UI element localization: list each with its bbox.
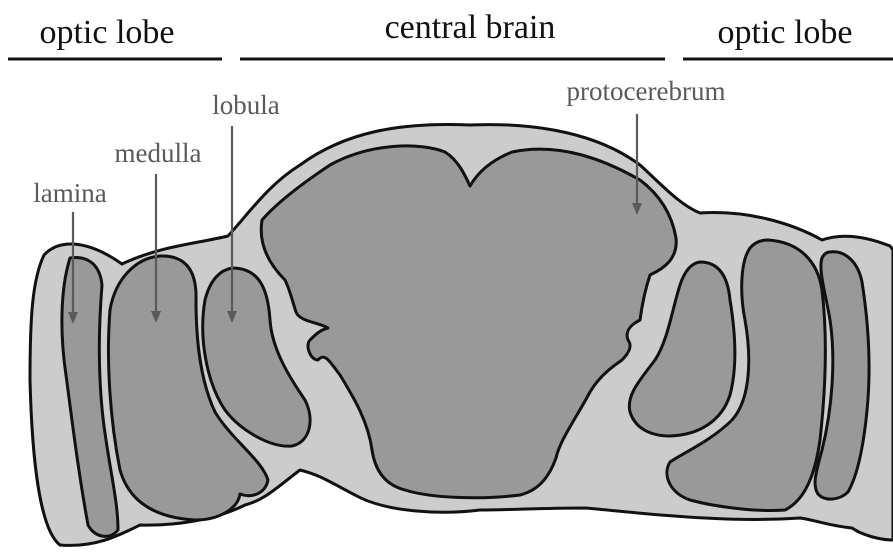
- header-central-brain: central brain: [385, 9, 556, 46]
- label-protocerebrum: protocerebrum: [567, 76, 726, 106]
- label-lobula: lobula: [212, 90, 280, 120]
- label-medulla: medulla: [115, 138, 202, 168]
- header-optic-lobe-left: optic lobe: [39, 14, 174, 51]
- label-lamina: lamina: [33, 178, 106, 208]
- header-optic-lobe-right: optic lobe: [717, 14, 852, 51]
